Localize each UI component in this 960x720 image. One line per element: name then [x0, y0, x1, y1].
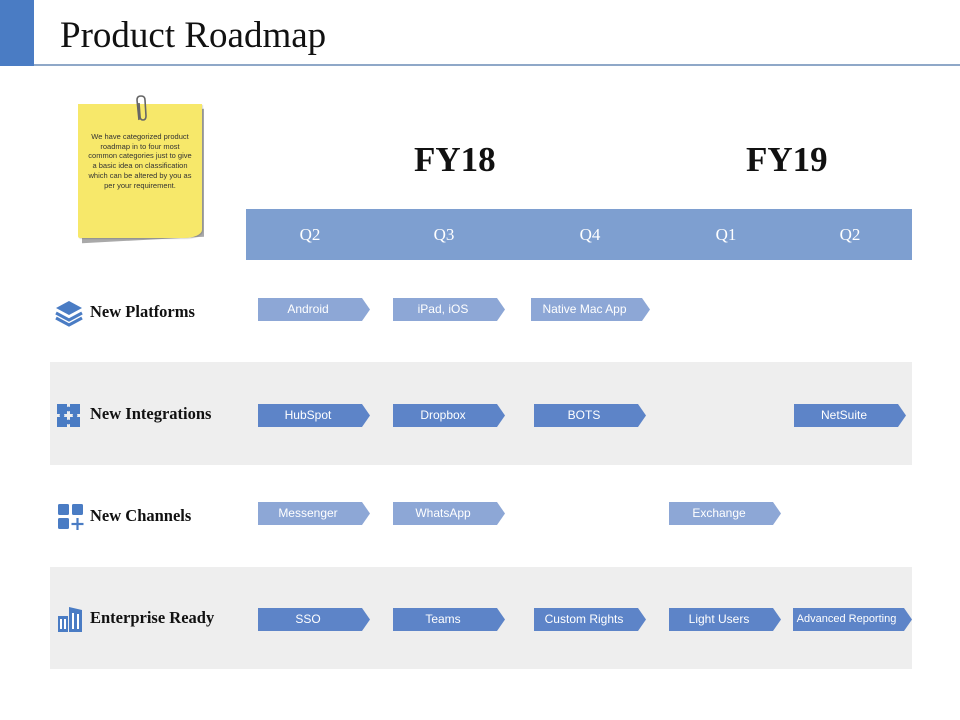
roadmap-item: iPad, iOS: [393, 298, 505, 321]
quarter-q3-fy18: Q3: [433, 225, 455, 244]
quarter-q1-fy19: Q1: [715, 225, 737, 244]
roadmap-item: HubSpot: [258, 404, 370, 427]
title-divider: [34, 64, 960, 66]
roadmap-item: NetSuite: [794, 404, 906, 427]
row-label-new-integrations: New Integrations: [90, 404, 212, 423]
sticky-note-text: We have categorized product roadmap in t…: [88, 132, 192, 190]
roadmap-item: WhatsApp: [393, 502, 505, 525]
row-label-enterprise-ready: Enterprise Ready: [90, 608, 215, 627]
grid-add-icon: [58, 504, 84, 530]
paperclip-icon: [136, 95, 147, 121]
page-title: Product Roadmap: [60, 15, 327, 56]
roadmap-item: Custom Rights: [534, 608, 646, 631]
layers-icon: [55, 301, 83, 327]
quarter-header-bar: Q2 Q3 Q4 Q1 Q2: [246, 209, 912, 260]
quarter-q4-fy18: Q4: [579, 225, 601, 244]
sticky-note: We have categorized product roadmap in t…: [78, 104, 204, 244]
sticky-note-paper: We have categorized product roadmap in t…: [78, 104, 202, 238]
roadmap-item: Light Users: [669, 608, 781, 631]
puzzle-icon: [57, 404, 80, 427]
fiscal-year-fy18: FY18: [414, 140, 496, 179]
roadmap-item: Messenger: [258, 502, 370, 525]
roadmap-item: Exchange: [669, 502, 781, 525]
roadmap-item: Dropbox: [393, 404, 505, 427]
roadmap-item: Android: [258, 298, 370, 321]
row-label-new-channels: New Channels: [90, 506, 192, 525]
buildings-icon: [58, 607, 82, 632]
header-accent-bar: [0, 0, 34, 66]
roadmap-item: SSO: [258, 608, 370, 631]
quarter-q2-fy18: Q2: [299, 225, 321, 244]
roadmap-item: Native Mac App: [531, 298, 650, 321]
roadmap-item: Teams: [393, 608, 505, 631]
row-label-new-platforms: New Platforms: [90, 302, 195, 321]
roadmap-item: Advanced Reporting: [793, 608, 912, 631]
fiscal-year-fy19: FY19: [746, 140, 828, 179]
quarter-q2-fy19: Q2: [839, 225, 861, 244]
roadmap-item: BOTS: [534, 404, 646, 427]
